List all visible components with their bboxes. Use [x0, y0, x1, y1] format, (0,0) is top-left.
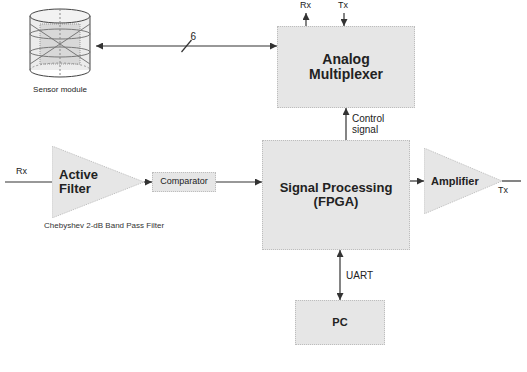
triangle-fill — [424, 148, 502, 214]
node-label: Amplifier — [424, 175, 479, 187]
edge-label: UART — [346, 270, 373, 281]
fpga-box: Signal Processing (FPGA) — [262, 140, 410, 250]
sensor-module: Sensor module — [24, 6, 96, 98]
filter-triangle: Active FilterChebyshev 2-dB Band Pass Fi… — [52, 146, 144, 218]
rx-out-arrow — [305, 13, 306, 26]
node-label: Sensor module — [14, 86, 106, 95]
node-subtitle: Chebyshev 2-dB Band Pass Filter — [44, 222, 164, 231]
signal-name: Tx — [338, 1, 348, 11]
tx-in-arrow — [343, 13, 344, 26]
connector-arrow — [339, 250, 340, 300]
node-label: Active Filter — [52, 168, 111, 197]
multiplexer-box: Analog Multiplexer — [277, 26, 415, 108]
node-label: Comparator — [160, 177, 208, 187]
rx-input-wire — [5, 181, 52, 182]
node-label: Signal Processing (FPGA) — [275, 181, 397, 210]
sensor-illustration — [24, 6, 96, 82]
signal-name: Rx — [16, 167, 27, 177]
node-label: PC — [332, 316, 347, 328]
pc-box: PC — [295, 300, 385, 345]
triangle-fill — [52, 146, 144, 218]
node-label: Analog Multiplexer — [291, 52, 401, 83]
comparator-box: Comparator — [152, 172, 216, 192]
edge-label: 6 — [191, 31, 197, 42]
edge-label: Control signal — [352, 113, 400, 135]
tx-output-wire — [502, 180, 521, 181]
amplifier-triangle: Amplifier — [424, 148, 502, 214]
bus-slash — [182, 40, 192, 52]
connector-arrow — [410, 180, 424, 181]
connector-arrow — [144, 181, 152, 182]
connector-arrow — [345, 108, 346, 140]
signal-name: Rx — [300, 1, 311, 11]
connector-arrow — [216, 181, 262, 182]
signal-name: Tx — [498, 186, 508, 196]
